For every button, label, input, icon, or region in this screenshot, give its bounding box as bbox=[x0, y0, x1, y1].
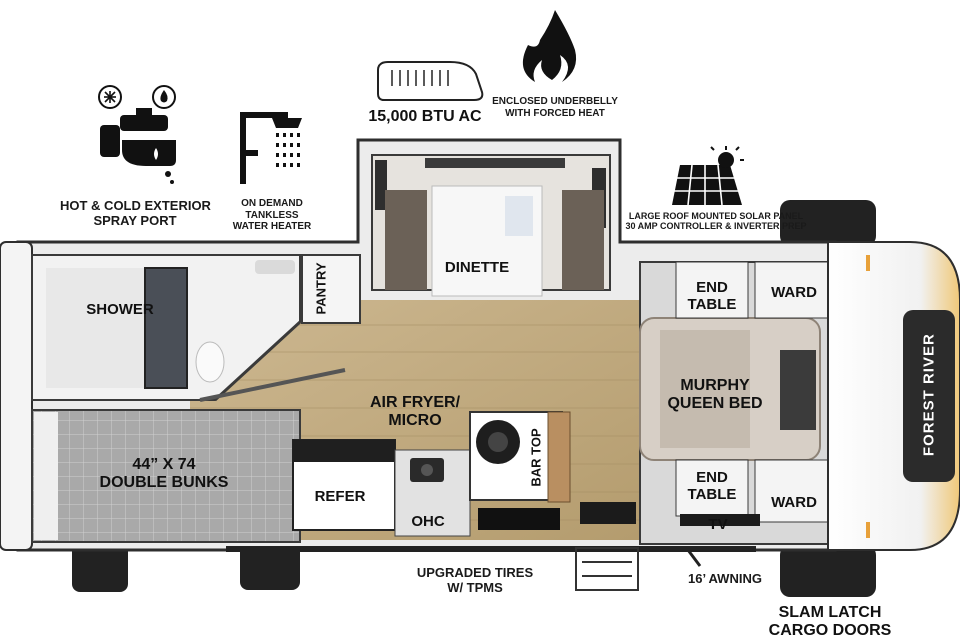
rear-bumper bbox=[0, 241, 33, 551]
solar-panel-icon bbox=[672, 146, 744, 206]
flame-icon bbox=[522, 10, 577, 82]
cargo-door-bottom bbox=[780, 545, 876, 597]
dinette-label: DINETTE bbox=[444, 259, 510, 276]
air-fryer-label: AIR FRYER/MICRO bbox=[369, 394, 461, 430]
entry-steps bbox=[575, 547, 639, 591]
refer-label: REFER bbox=[314, 488, 366, 505]
dinette-bench-left bbox=[385, 190, 427, 290]
tv-shelf bbox=[680, 514, 760, 526]
cargo-door-top bbox=[780, 200, 876, 246]
wardrobe-top bbox=[754, 261, 831, 319]
wheel-left-front bbox=[72, 540, 128, 592]
wardrobe-bottom bbox=[754, 459, 831, 523]
ohc-label: OHC bbox=[411, 513, 445, 530]
pantry-label: PANTRY bbox=[313, 262, 329, 315]
shower-door bbox=[144, 267, 188, 389]
double-bunks bbox=[31, 409, 301, 543]
awning-label: 16’ AWNING bbox=[688, 571, 762, 586]
brand-label: FOREST RIVER bbox=[920, 333, 938, 457]
wheel-left-rear bbox=[240, 540, 300, 590]
fire-small-icon bbox=[152, 85, 176, 109]
bar-top-label: BAR TOP bbox=[528, 428, 544, 487]
dinette-bench-right bbox=[562, 190, 604, 290]
ward-top-label: WARD bbox=[771, 284, 817, 301]
ac-unit-icon bbox=[377, 61, 484, 101]
shower-room-label: SHOWER bbox=[86, 301, 154, 318]
bed-headboard bbox=[780, 350, 816, 430]
bar-top bbox=[547, 411, 571, 503]
end-table-top bbox=[675, 261, 749, 319]
sink bbox=[478, 508, 560, 530]
ac-label: 15,000 BTU AC bbox=[368, 108, 482, 125]
shower-icon bbox=[240, 112, 302, 184]
ward-bottom-label: WARD bbox=[771, 494, 817, 511]
pantry bbox=[301, 254, 361, 324]
snowflake-icon bbox=[98, 85, 122, 109]
toilet bbox=[195, 341, 225, 383]
faucet-icon bbox=[100, 108, 176, 184]
end-table-bottom bbox=[675, 459, 749, 517]
tv-label: TV bbox=[708, 516, 728, 533]
forest-river-badge bbox=[903, 310, 955, 482]
